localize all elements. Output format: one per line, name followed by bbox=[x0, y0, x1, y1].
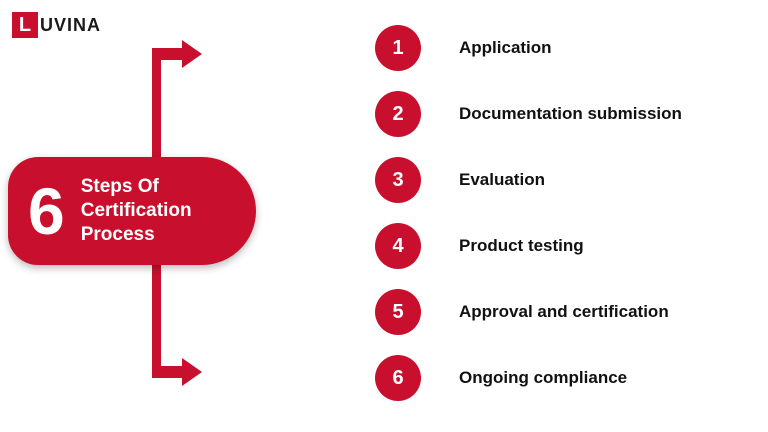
step-number-badge: 6 bbox=[375, 355, 421, 401]
badge-title-line-3: Process bbox=[80, 223, 155, 245]
step-row-4: 4 Product testing bbox=[375, 223, 682, 269]
badge-step-count: 6 bbox=[28, 174, 65, 248]
step-row-5: 5 Approval and certification bbox=[375, 289, 682, 335]
step-label: Approval and certification bbox=[459, 302, 669, 321]
logo-text: UVINA bbox=[40, 14, 102, 35]
logo-mark-icon: L bbox=[12, 12, 38, 38]
step-row-3: 3 Evaluation bbox=[375, 157, 682, 203]
steps-list: 1 Application 2 Documentation submission… bbox=[375, 25, 682, 401]
step-label: Application bbox=[459, 38, 552, 57]
step-label: Documentation submission bbox=[459, 104, 682, 123]
step-number-badge: 5 bbox=[375, 289, 421, 335]
badge-title-line-1: Steps Of bbox=[80, 176, 159, 198]
bottom-arrow-bar bbox=[152, 366, 182, 378]
step-row-2: 2 Documentation submission bbox=[375, 91, 682, 137]
title-badge: 6 Steps Of Certification Process bbox=[8, 157, 256, 265]
step-label: Ongoing compliance bbox=[459, 368, 628, 387]
step-label: Product testing bbox=[459, 236, 584, 255]
top-arrow-bar bbox=[152, 48, 182, 60]
step-row-6: 6 Ongoing compliance bbox=[375, 355, 682, 401]
step-number-badge: 1 bbox=[375, 25, 421, 71]
badge-title-line-2: Certification bbox=[80, 200, 192, 222]
luvina-logo: L UVINA bbox=[12, 12, 101, 38]
bottom-arrow-icon bbox=[152, 358, 202, 386]
bottom-arrow-head bbox=[182, 358, 202, 386]
top-arrow-icon bbox=[152, 40, 202, 68]
step-number-badge: 3 bbox=[375, 157, 421, 203]
step-row-1: 1 Application bbox=[375, 25, 682, 71]
badge-title: Steps Of Certification Process bbox=[81, 175, 192, 246]
step-number-badge: 2 bbox=[375, 91, 421, 137]
step-label: Evaluation bbox=[459, 170, 545, 189]
step-number-badge: 4 bbox=[375, 223, 421, 269]
top-arrow-head bbox=[182, 40, 202, 68]
